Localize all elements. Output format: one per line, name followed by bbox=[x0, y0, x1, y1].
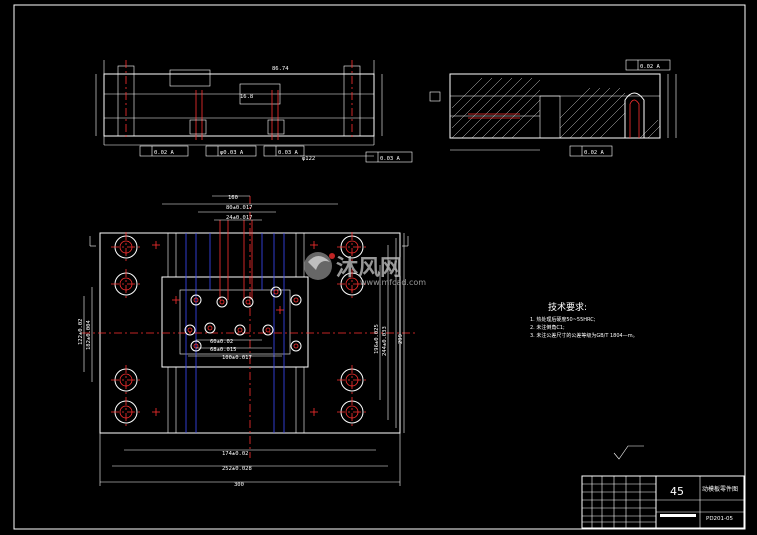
top-section-view bbox=[95, 60, 383, 157]
notes-item-3: 3. 未注公差尺寸的公差等级为GB/T 1804—m。 bbox=[530, 332, 638, 339]
watermark-url: www.mfcad.com bbox=[360, 278, 426, 287]
datum-a-marker bbox=[429, 91, 441, 102]
tolerance-frame-1: 0.02 A bbox=[139, 145, 189, 157]
dim-top-122: φ122 bbox=[302, 156, 315, 162]
dim-160: 160 bbox=[228, 195, 238, 201]
plate-hole bbox=[290, 340, 302, 352]
svg-text:0.02 A: 0.02 A bbox=[584, 150, 605, 156]
dim-top-16: 16.8 bbox=[240, 94, 253, 100]
plate-hole bbox=[234, 324, 246, 336]
dim-300: 300 bbox=[234, 482, 244, 488]
dim-182: 182±0.004 bbox=[86, 320, 92, 350]
plate-hole-core bbox=[207, 325, 213, 331]
plate-hole-core bbox=[293, 297, 299, 303]
dim-122: 122±0.02 bbox=[78, 319, 84, 346]
plate-hole bbox=[204, 322, 216, 334]
plate-hole bbox=[262, 324, 274, 336]
plate-hole bbox=[216, 296, 228, 308]
title-part-name: 动模板零件图 bbox=[702, 485, 738, 493]
drawing-frame bbox=[13, 4, 746, 530]
svg-text:0.03 A: 0.03 A bbox=[380, 156, 401, 162]
svg-text:0.02 A: 0.02 A bbox=[640, 64, 661, 70]
right-section-view bbox=[449, 73, 677, 151]
plan-dimension-lines bbox=[83, 195, 405, 486]
watermark-brand: 沐风网 bbox=[336, 256, 402, 281]
dim-24: 24±0.017 bbox=[226, 215, 253, 221]
plate-hole bbox=[242, 296, 254, 308]
tolerance-frame-6: 0.02 A bbox=[569, 145, 613, 157]
tolerance-frame-3: 0.03 A bbox=[263, 145, 305, 157]
dim-68: 68±0.015 bbox=[210, 347, 237, 353]
dim-top-74: 86.74 bbox=[272, 66, 289, 72]
tolerance-frame-2: φ0.03 A bbox=[205, 145, 257, 157]
dim-174: 174±0.02 bbox=[222, 451, 249, 457]
tolerance-frame-5: 0.02 A bbox=[625, 59, 671, 71]
svg-text:0.02 A: 0.02 A bbox=[154, 150, 175, 156]
title-block bbox=[581, 475, 745, 529]
plate-hole-core bbox=[293, 343, 299, 349]
dim-299: 299 bbox=[398, 334, 404, 344]
plate-hole bbox=[270, 286, 282, 298]
plate-hole bbox=[190, 294, 202, 306]
dim-252: 252±0.028 bbox=[222, 466, 252, 472]
plate-hole-core bbox=[265, 327, 271, 333]
svg-text:φ0.03 A: φ0.03 A bbox=[220, 150, 244, 156]
svg-text:0.03 A: 0.03 A bbox=[278, 150, 299, 156]
dim-244: 244±0.033 bbox=[382, 326, 388, 356]
plate-hole-core bbox=[193, 297, 199, 303]
plate-hole bbox=[184, 324, 196, 336]
plate-hole bbox=[190, 340, 202, 352]
plate-hole bbox=[290, 294, 302, 306]
notes-item-1: 1. 热处理后硬度50~55HRC; bbox=[530, 316, 596, 323]
plate-hole-core bbox=[245, 299, 251, 305]
dim-60: 60±0.02 bbox=[210, 339, 233, 345]
plate-holes bbox=[111, 232, 367, 427]
plan-view bbox=[82, 196, 418, 458]
dim-196: 196±0.025 bbox=[374, 324, 380, 354]
dim-80: 80±0.017 bbox=[226, 205, 253, 211]
plate-hole-core bbox=[273, 289, 279, 295]
title-material: 45 bbox=[670, 485, 684, 498]
surface-finish-symbol bbox=[613, 445, 644, 460]
notes-heading: 技术要求: bbox=[548, 301, 587, 313]
notes-item-2: 2. 未注倒角C1; bbox=[530, 324, 565, 331]
plate-hole-core bbox=[237, 327, 243, 333]
plate-hole-core bbox=[187, 327, 193, 333]
title-drawing-no: PD201-05 bbox=[706, 516, 734, 522]
dim-100: 100±0.017 bbox=[222, 355, 252, 361]
plate-hole-core bbox=[219, 299, 225, 305]
tolerance-frame-4: 0.03 A bbox=[365, 151, 413, 163]
watermark-logo bbox=[304, 252, 335, 280]
